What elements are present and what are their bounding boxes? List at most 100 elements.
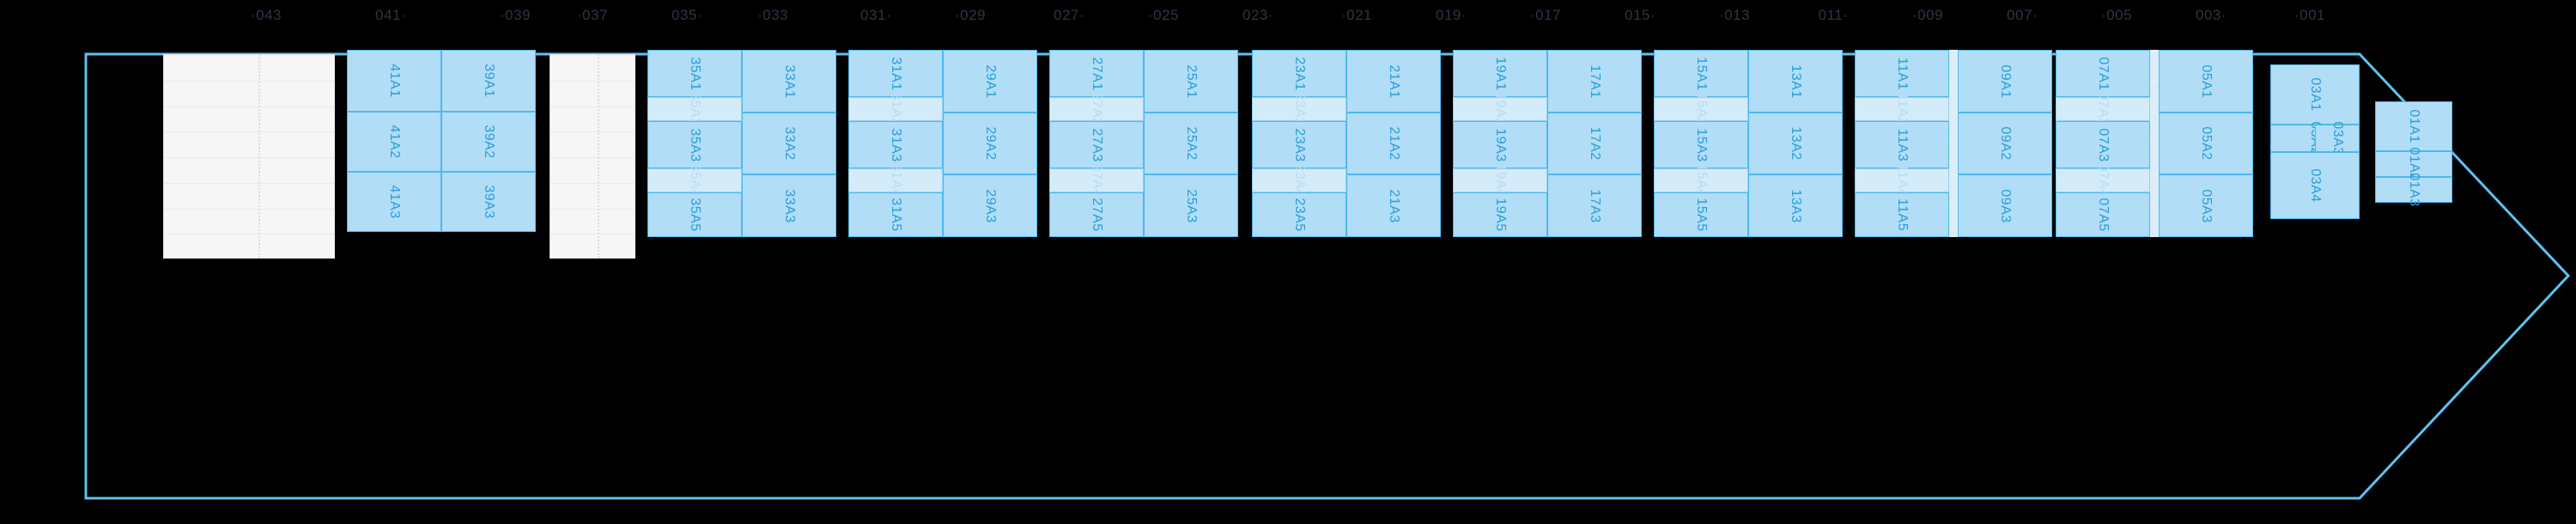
container-slot[interactable]: 11A4 — [1855, 164, 1949, 197]
container-slot[interactable]: 13A3 — [1748, 174, 1843, 237]
container-slot-label: 21A3 — [1387, 188, 1401, 223]
bay-ruler-tick: ·043 — [250, 7, 283, 23]
container-slot[interactable]: 23A4 — [1252, 163, 1346, 198]
container-slot[interactable]: 39A2 — [441, 112, 536, 172]
container-slot[interactable]: 27A1 — [1049, 50, 1144, 97]
container-slot[interactable]: 29A1 — [943, 50, 1037, 113]
container-slot[interactable]: 09A3 — [1958, 174, 2052, 237]
container-slot[interactable]: 11A1 — [1855, 50, 1949, 97]
container-slot[interactable]: 19A4 — [1453, 163, 1547, 198]
empty-center-divider — [598, 55, 599, 258]
empty-row-divider — [550, 131, 635, 133]
container-slot[interactable]: 39A1 — [441, 50, 536, 112]
container-slot[interactable]: 11A3 — [1855, 121, 1949, 168]
container-slot[interactable]: 03A4 — [2270, 152, 2360, 219]
container-slot[interactable]: 31A2 — [848, 92, 943, 126]
bay-ruler-tick: 003· — [2195, 7, 2227, 23]
container-slot[interactable]: 05A1 — [2159, 50, 2253, 113]
container-slot-label: 19A3 — [1493, 127, 1508, 162]
container-slot[interactable]: 27A2 — [1049, 92, 1144, 126]
container-slot[interactable]: 19A2 — [1453, 92, 1547, 126]
container-slot[interactable]: 11A2 — [1855, 93, 1949, 125]
container-slot[interactable]: 23A1 — [1252, 50, 1346, 97]
container-slot[interactable]: 29A2 — [943, 113, 1037, 174]
container-slot[interactable]: 25A2 — [1144, 113, 1238, 174]
container-slot[interactable]: 15A5 — [1654, 192, 1748, 237]
container-slot[interactable]: 41A3 — [347, 172, 441, 232]
container-slot-label: 29A2 — [983, 126, 998, 161]
bay-ruler-tick: 041· — [374, 7, 407, 23]
container-slot[interactable]: 17A3 — [1547, 174, 1642, 237]
bay-ruler-tick: ·033 — [756, 7, 789, 23]
container-slot[interactable]: 33A2 — [742, 113, 836, 174]
container-slot[interactable]: 27A5 — [1049, 192, 1144, 237]
container-slot[interactable]: 15A3 — [1654, 121, 1748, 168]
container-slot-label: 25A3 — [1184, 188, 1199, 223]
container-slot[interactable]: 21A3 — [1346, 174, 1441, 237]
container-slot[interactable]: 21A1 — [1346, 50, 1441, 113]
container-slot-label: 15A1 — [1694, 56, 1709, 91]
container-slot[interactable]: 23A5 — [1252, 192, 1346, 237]
container-slot[interactable]: 01A2 — [2375, 147, 2452, 181]
container-slot[interactable]: 41A1 — [347, 50, 441, 112]
empty-row-divider — [164, 182, 334, 184]
bay-ruler-tick: ·001 — [2293, 7, 2326, 23]
empty-stack-block[interactable] — [163, 54, 335, 259]
container-slot[interactable]: 21A2 — [1346, 113, 1441, 174]
container-slot[interactable]: 19A1 — [1453, 50, 1547, 97]
container-slot[interactable]: 19A5 — [1453, 192, 1547, 237]
container-slot-label: 41A1 — [387, 64, 402, 98]
container-slot[interactable]: 35A3 — [647, 121, 742, 168]
container-slot[interactable]: 09A1 — [1958, 50, 2052, 113]
container-slot[interactable]: 13A2 — [1748, 113, 1843, 174]
container-slot[interactable]: 27A3 — [1049, 121, 1144, 168]
container-slot[interactable]: 17A2 — [1547, 113, 1642, 174]
container-slot-label: 13A1 — [1789, 64, 1803, 99]
empty-row-divider — [164, 157, 334, 158]
container-slot[interactable]: 05A3 — [2159, 174, 2253, 237]
container-slot[interactable]: 33A3 — [742, 174, 836, 237]
container-slot[interactable]: 01A3 — [2375, 173, 2452, 207]
container-slot[interactable]: 03A1 — [2270, 64, 2360, 125]
container-slot[interactable]: 39A3 — [441, 172, 536, 232]
container-slot[interactable]: 35A2 — [647, 92, 742, 126]
container-slot[interactable]: 31A3 — [848, 121, 943, 168]
container-slot[interactable]: 23A2 — [1252, 92, 1346, 126]
container-slot[interactable]: 35A1 — [647, 50, 742, 97]
container-slot[interactable]: 07A3 — [2056, 121, 2150, 168]
container-slot[interactable]: 29A3 — [943, 174, 1037, 237]
container-slot[interactable]: 13A1 — [1748, 50, 1843, 113]
container-slot[interactable]: 23A3 — [1252, 121, 1346, 168]
container-slot-label: 35A1 — [688, 56, 702, 91]
container-slot[interactable]: 07A1 — [2056, 50, 2150, 97]
container-slot-label: 03A1 — [2308, 77, 2323, 112]
container-slot[interactable]: 11A5 — [1855, 192, 1949, 237]
container-slot[interactable]: 33A1 — [742, 50, 836, 113]
container-slot[interactable]: 25A3 — [1144, 174, 1238, 237]
container-slot-label: 27A3 — [1090, 127, 1104, 162]
container-slot[interactable]: 41A2 — [347, 112, 441, 172]
container-slot[interactable]: 07A2 — [2056, 92, 2150, 126]
container-slot[interactable]: 01A1 — [2375, 101, 2452, 151]
container-slot[interactable]: 07A4 — [2056, 163, 2150, 198]
container-slot-label: 15A3 — [1694, 127, 1709, 162]
container-slot[interactable]: 35A4 — [647, 163, 742, 198]
bay-ruler-tick: ·009 — [1911, 7, 1944, 23]
container-slot[interactable]: 35A5 — [647, 192, 742, 237]
empty-stack-block[interactable] — [550, 54, 635, 259]
container-slot[interactable]: 15A4 — [1654, 163, 1748, 198]
container-slot[interactable]: 31A4 — [848, 163, 943, 198]
container-slot[interactable]: 15A1 — [1654, 50, 1748, 97]
container-slot[interactable]: 03A3 — [2315, 121, 2360, 155]
container-slot[interactable]: 17A1 — [1547, 50, 1642, 113]
container-slot[interactable]: 15A2 — [1654, 92, 1748, 126]
container-slot[interactable]: 07A5 — [2056, 192, 2150, 237]
container-slot[interactable]: 31A1 — [848, 50, 943, 97]
container-slot[interactable]: 27A4 — [1049, 163, 1144, 198]
container-slot[interactable]: 25A1 — [1144, 50, 1238, 113]
container-slot[interactable]: 05A2 — [2159, 113, 2253, 174]
container-slot[interactable]: 09A2 — [1958, 113, 2052, 174]
container-slot[interactable]: 31A5 — [848, 192, 943, 237]
container-slot[interactable]: 19A3 — [1453, 121, 1547, 168]
